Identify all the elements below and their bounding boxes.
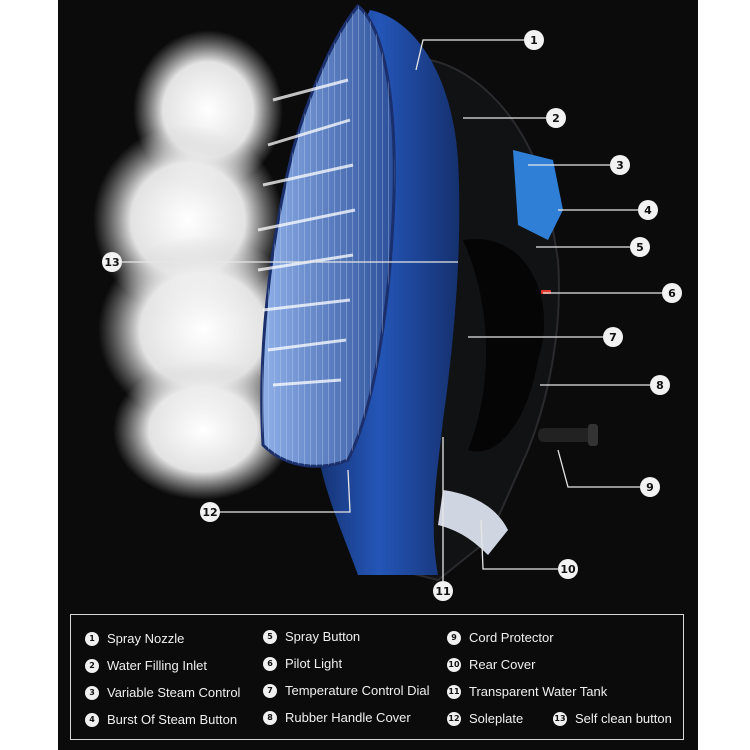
legend-badge: 11 — [447, 684, 461, 699]
callout-7: 7 — [603, 327, 623, 347]
legend-label: Rubber Handle Cover — [285, 710, 411, 725]
chrome-trim — [438, 490, 508, 555]
legend-badge: 2 — [85, 658, 99, 673]
legend-label: Temperature Control Dial — [285, 683, 430, 698]
legend-label: Variable Steam Control — [107, 685, 241, 700]
callout-10: 10 — [558, 559, 578, 579]
callout-lines — [120, 39, 662, 591]
legend-item: 1 Spray Nozzle — [85, 631, 184, 646]
callout-12: 12 — [200, 502, 220, 522]
legend-label: Spray Button — [285, 629, 361, 644]
legend-label: Self clean button — [575, 711, 672, 726]
callout-2: 2 — [546, 108, 566, 128]
legend-item: 7 Temperature Control Dial — [263, 683, 430, 698]
steam-iron-illustration — [93, 3, 598, 582]
legend-badge: 3 — [85, 685, 99, 700]
callout-4: 4 — [638, 200, 658, 220]
legend-item: 13 Self clean button — [553, 711, 672, 726]
legend-badge: 13 — [553, 711, 567, 726]
legend-label: Soleplate — [469, 711, 524, 726]
handle-opening — [463, 239, 545, 452]
legend-label: Burst Of Steam Button — [107, 712, 238, 727]
legend-badge: 10 — [447, 657, 461, 672]
legend-item: 10 Rear Cover — [447, 657, 535, 672]
legend-badge: 12 — [447, 711, 461, 726]
legend-label: Spray Nozzle — [107, 631, 185, 646]
steam-cloud — [93, 30, 308, 500]
legend-item: 12 Soleplate — [447, 711, 523, 726]
legend-label: Water Filling Inlet — [107, 658, 207, 673]
legend-badge: 1 — [85, 631, 99, 646]
legend-item: 11 Transparent Water Tank — [447, 684, 607, 699]
callout-1: 1 — [524, 30, 544, 50]
steam-control-housing — [513, 150, 563, 240]
legend-label: Pilot Light — [285, 656, 343, 671]
legend-badge: 6 — [263, 656, 277, 671]
cord-protector — [538, 424, 598, 446]
callout-9: 9 — [640, 477, 660, 497]
legend-badge: 4 — [85, 712, 99, 727]
callout-5: 5 — [630, 237, 650, 257]
legend-item: 9 Cord Protector — [447, 630, 554, 645]
callout-8: 8 — [650, 375, 670, 395]
callout-3: 3 — [610, 155, 630, 175]
legend-item: 6 Pilot Light — [263, 656, 342, 671]
callout-11: 11 — [433, 581, 453, 601]
legend-label: Transparent Water Tank — [469, 684, 608, 699]
legend-badge: 8 — [263, 710, 277, 725]
legend-item: 3 Variable Steam Control — [85, 685, 240, 700]
steam-jets — [257, 78, 356, 387]
callout-6: 6 — [662, 283, 682, 303]
legend-label: Rear Cover — [469, 657, 536, 672]
legend-badge: 7 — [263, 683, 277, 698]
legend-item: 2 Water Filling Inlet — [85, 658, 207, 673]
callout-13: 13 — [102, 252, 122, 272]
legend-badge: 5 — [263, 629, 277, 644]
steam-iron-photo: 1 2 3 4 5 6 7 8 9 10 11 12 13 1 Spray No… — [58, 0, 698, 750]
legend-item: 8 Rubber Handle Cover — [263, 710, 411, 725]
legend-badge: 9 — [447, 630, 461, 645]
parts-legend: 1 Spray Nozzle 2 Water Filling Inlet 3 V… — [70, 614, 684, 740]
legend-item: 5 Spray Button — [263, 629, 360, 644]
legend-item: 4 Burst Of Steam Button — [85, 712, 237, 727]
legend-label: Cord Protector — [469, 630, 554, 645]
